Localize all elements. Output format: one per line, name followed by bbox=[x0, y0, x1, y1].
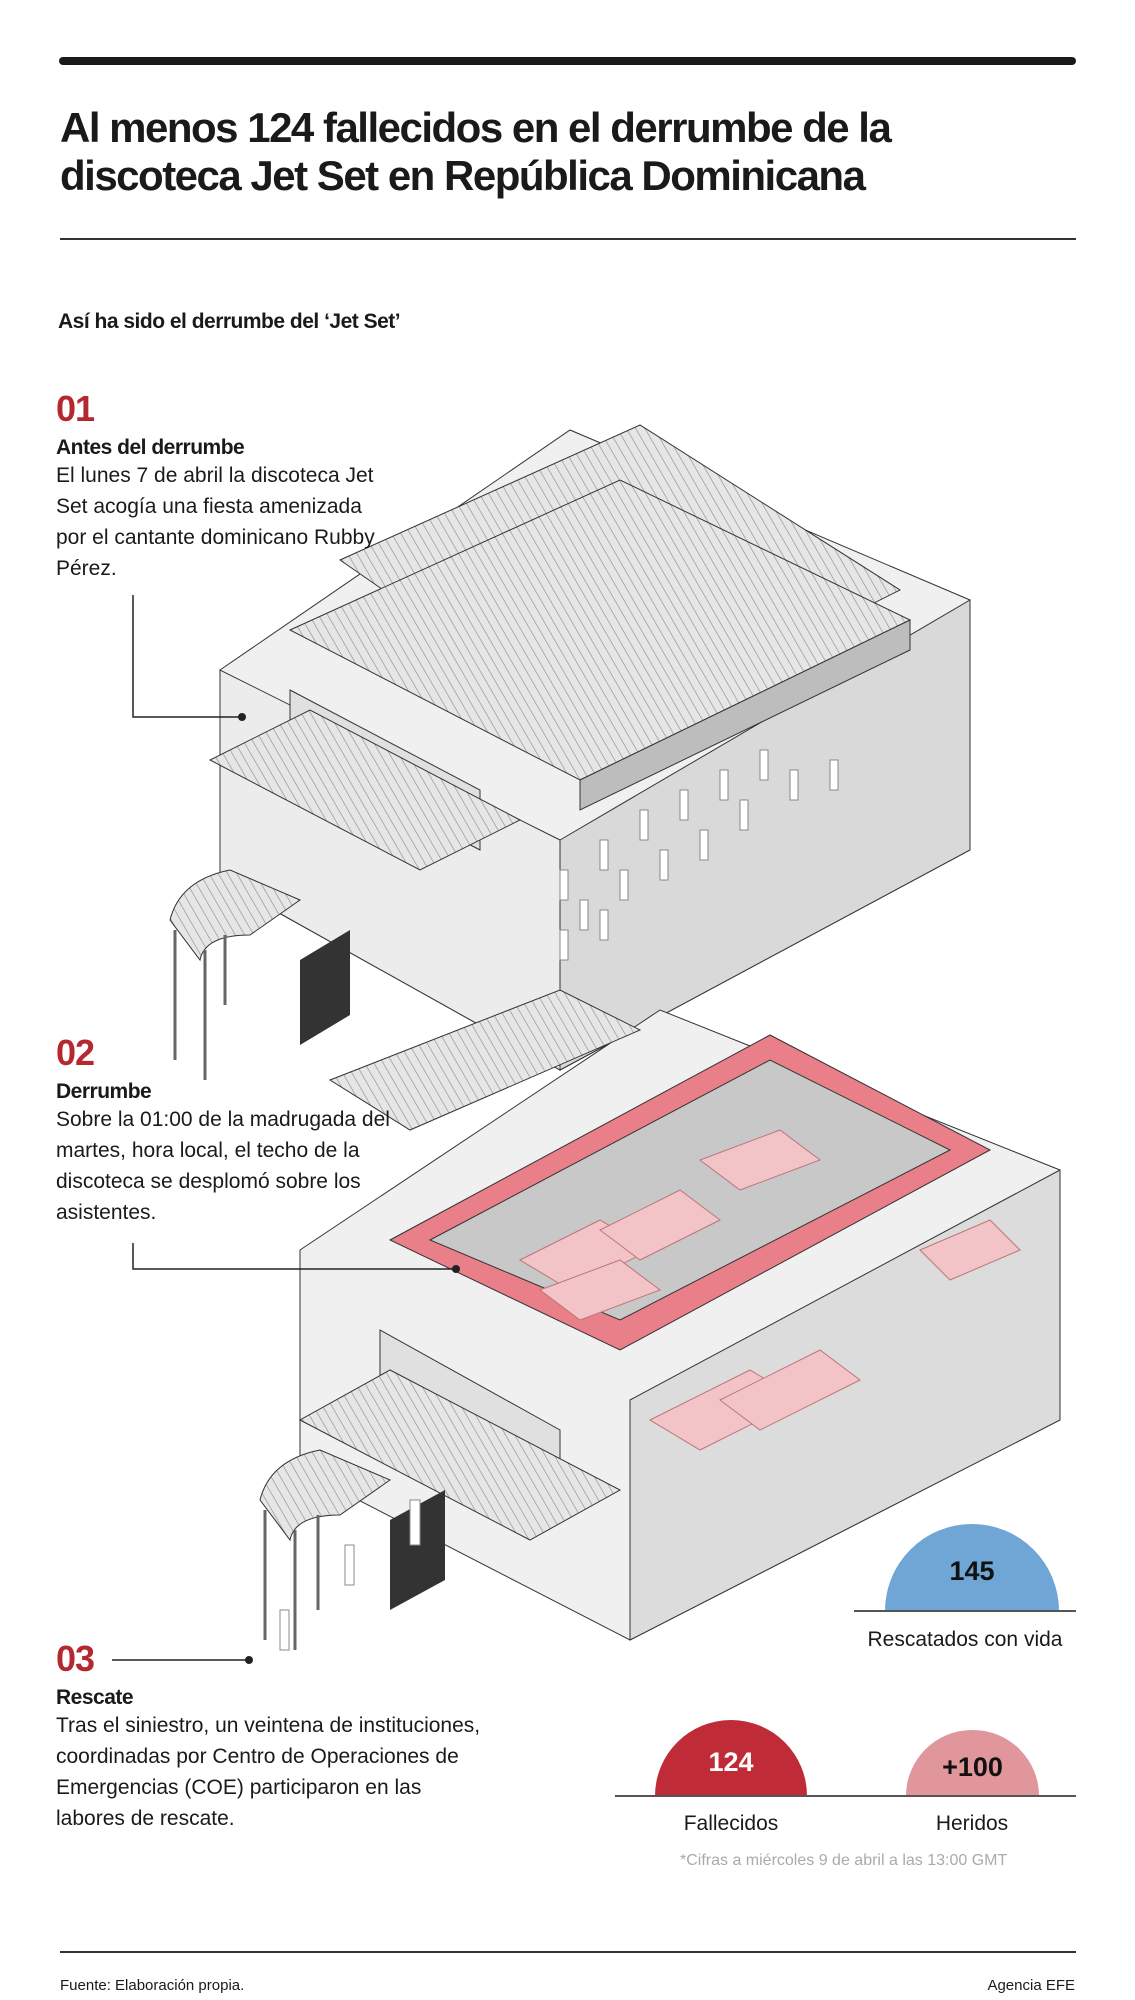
divider bbox=[60, 238, 1076, 240]
building-collapsed bbox=[259, 989, 1061, 1651]
step-heading: Derrumbe bbox=[56, 1080, 152, 1103]
step-text: Tras el siniestro, un veintena de instit… bbox=[56, 1714, 481, 1830]
step-number: 03 bbox=[56, 1638, 95, 1679]
step-number: 01 bbox=[56, 388, 95, 429]
step-heading: Rescate bbox=[56, 1686, 134, 1709]
stat-deaths-label: Fallecidos bbox=[683, 1812, 779, 1835]
stat-baseline bbox=[615, 1795, 1076, 1797]
step-heading: Antes del derrumbe bbox=[56, 436, 245, 459]
footer-divider bbox=[60, 1951, 1076, 1953]
building-before bbox=[169, 424, 971, 1080]
figures-note: *Cifras a miércoles 9 de abril a las 13:… bbox=[680, 1852, 1008, 1869]
top-bar bbox=[59, 57, 1076, 65]
step-03: 03 Rescate Tras el siniestro, un veinten… bbox=[56, 1638, 486, 1834]
debris bbox=[518, 1129, 1021, 1451]
people-silhouettes bbox=[559, 749, 839, 961]
source-credit: Fuente: Elaboración propia. bbox=[60, 1977, 245, 1994]
step-number: 02 bbox=[56, 1032, 95, 1073]
step-02: 02 Derrumbe Sobre la 01:00 de la madruga… bbox=[56, 1032, 416, 1228]
evacuating-people bbox=[279, 1499, 421, 1651]
stat-baseline bbox=[854, 1610, 1076, 1612]
step-text: Sobre la 01:00 de la madrugada del marte… bbox=[56, 1108, 390, 1224]
step-text: El lunes 7 de abril la discoteca Jet Set… bbox=[56, 464, 375, 580]
agency-credit: Agencia EFE bbox=[987, 1977, 1075, 1994]
page-title: Al menos 124 fallecidos en el derrumbe d… bbox=[60, 104, 892, 199]
leader-lines bbox=[112, 595, 456, 1661]
subtitle: Así ha sido el derrumbe del ‘Jet Set’ bbox=[58, 310, 401, 333]
stat-rescued-label: Rescatados con vida bbox=[867, 1628, 1063, 1651]
leader-dots bbox=[238, 713, 460, 1664]
step-01: 01 Antes del derrumbe El lunes 7 de abri… bbox=[56, 388, 386, 584]
stat-injured-label: Heridos bbox=[935, 1812, 1009, 1835]
